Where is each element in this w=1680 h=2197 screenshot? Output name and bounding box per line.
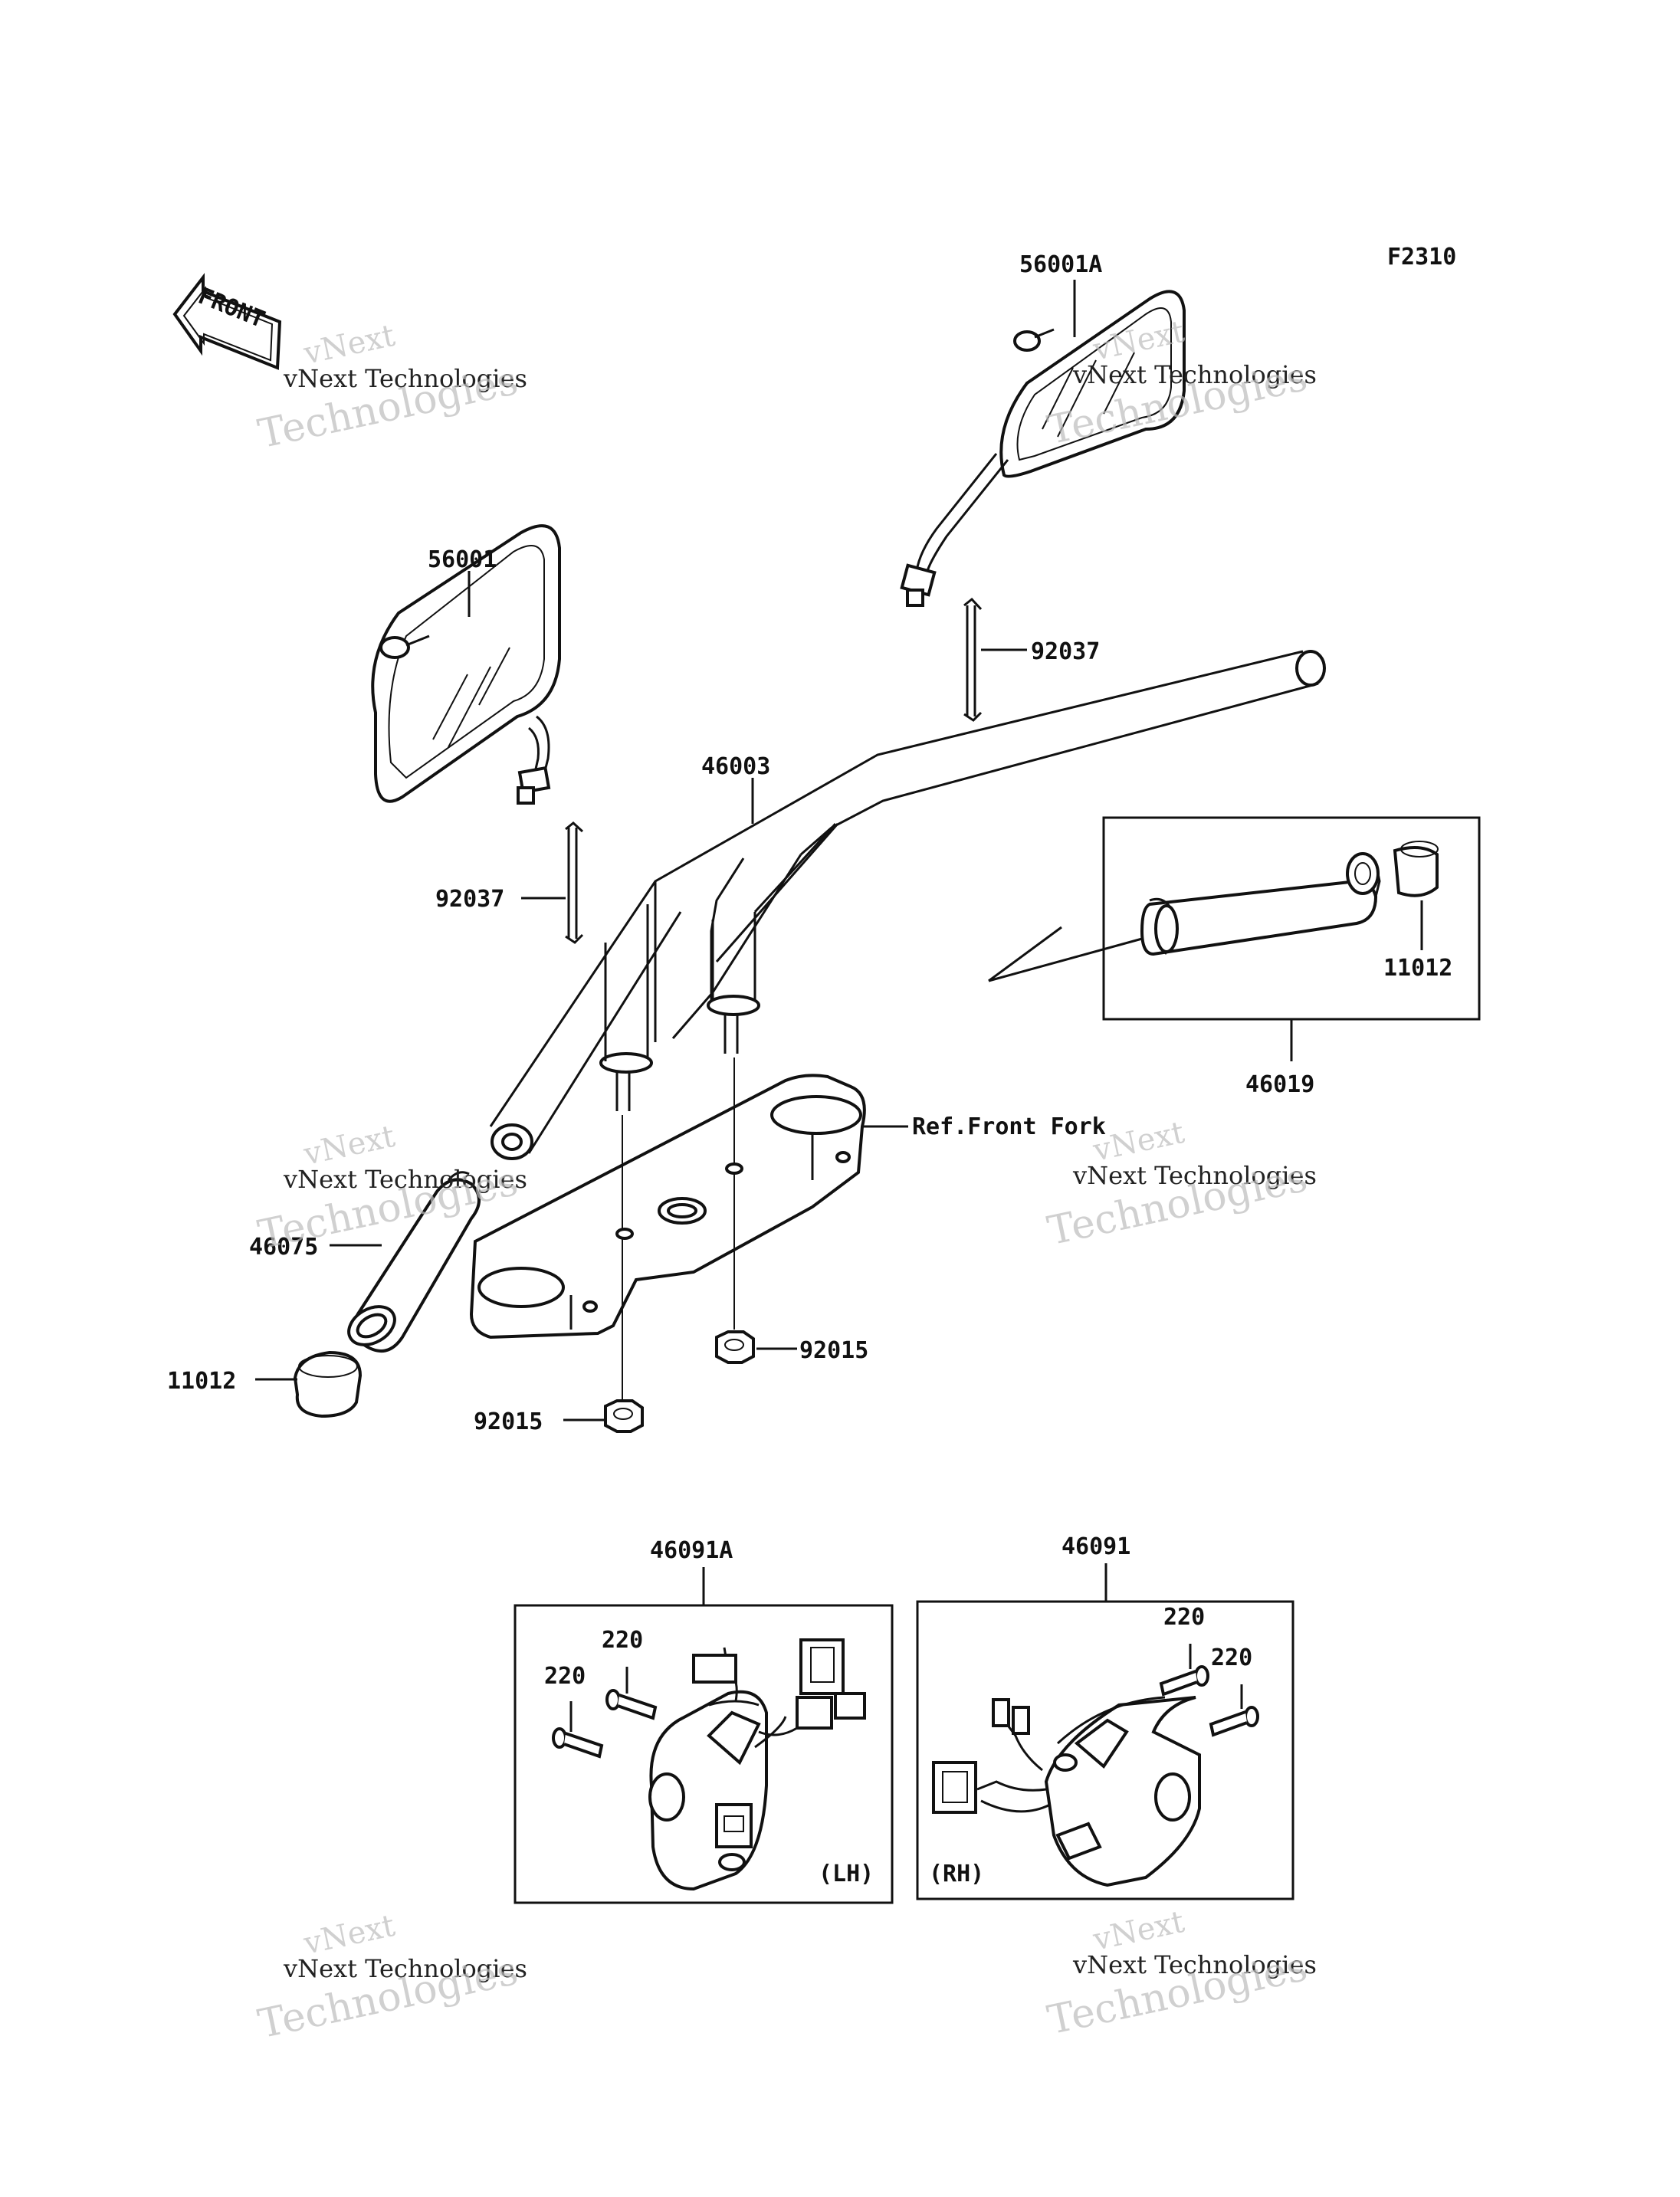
nut-upper (715, 1330, 755, 1364)
grip-right (988, 841, 1439, 982)
part-46075-label: 46075 (249, 1234, 318, 1261)
part-46019-label: 46019 (1245, 1071, 1314, 1098)
part-220-rh-b-label: 220 (1211, 1644, 1252, 1671)
part-46091A-label: 46091A (650, 1537, 733, 1564)
band-lower (565, 821, 584, 944)
figure-code: F2310 (1387, 244, 1456, 271)
part-56001A-label: 56001A (1019, 251, 1102, 278)
part-11012-right-label: 11012 (1383, 955, 1452, 982)
front-arrow-icon: FRONT (172, 273, 282, 370)
part-220-rh-a-label: 220 (1163, 1604, 1205, 1631)
switch-rh (932, 1696, 1201, 1887)
band-upper (963, 597, 983, 722)
upper-clamp (469, 1074, 866, 1340)
part-220-lh-b-label: 220 (544, 1663, 586, 1690)
watermark: vNext vNext Technologies Technologies (1044, 1904, 1317, 2044)
part-56001-label: 56001 (428, 546, 497, 573)
svg-text:vNext Technologies: vNext Technologies (283, 1954, 527, 1983)
weight-left (293, 1350, 363, 1418)
svg-text:vNext Technologies: vNext Technologies (283, 364, 527, 393)
nut-lower (604, 1399, 644, 1433)
screw-lh-b (552, 1727, 604, 1759)
switch-lh (648, 1638, 866, 1891)
watermark: vNext vNext Technologies Technologies (254, 1908, 527, 2048)
side-lh-label: (LH) (819, 1861, 874, 1887)
watermark: vNext vNext Technologies Technologies (1044, 314, 1317, 454)
screw-rh-b (1209, 1706, 1259, 1737)
mirror-right (900, 290, 1186, 607)
part-46091-label: 46091 (1061, 1533, 1130, 1560)
part-92015-upper-label: 92015 (799, 1337, 868, 1364)
ref-front-fork-label: Ref.Front Fork (912, 1113, 1106, 1140)
svg-text:vNext Technologies: vNext Technologies (283, 1165, 527, 1194)
part-92037-lower-label: 92037 (435, 886, 504, 913)
part-46003-label: 46003 (701, 753, 770, 780)
part-11012-left-label: 11012 (167, 1368, 236, 1395)
part-220-lh-a-label: 220 (602, 1627, 643, 1654)
side-rh-label: (RH) (929, 1861, 984, 1887)
mirror-left (371, 524, 561, 805)
part-92037-upper-label: 92037 (1031, 638, 1100, 665)
screw-lh-a (605, 1689, 658, 1720)
handlebar (489, 650, 1326, 1160)
grip-left (347, 1171, 481, 1353)
part-92015-lower-label: 92015 (474, 1408, 543, 1435)
svg-text:vNext Technologies: vNext Technologies (1072, 1161, 1317, 1190)
svg-text:vNext Technologies: vNext Technologies (1072, 360, 1317, 389)
watermark: vNext vNext Technologies Technologies (254, 318, 527, 457)
svg-text:vNext Technologies: vNext Technologies (1072, 1950, 1317, 1979)
screw-rh-a (1159, 1665, 1209, 1697)
